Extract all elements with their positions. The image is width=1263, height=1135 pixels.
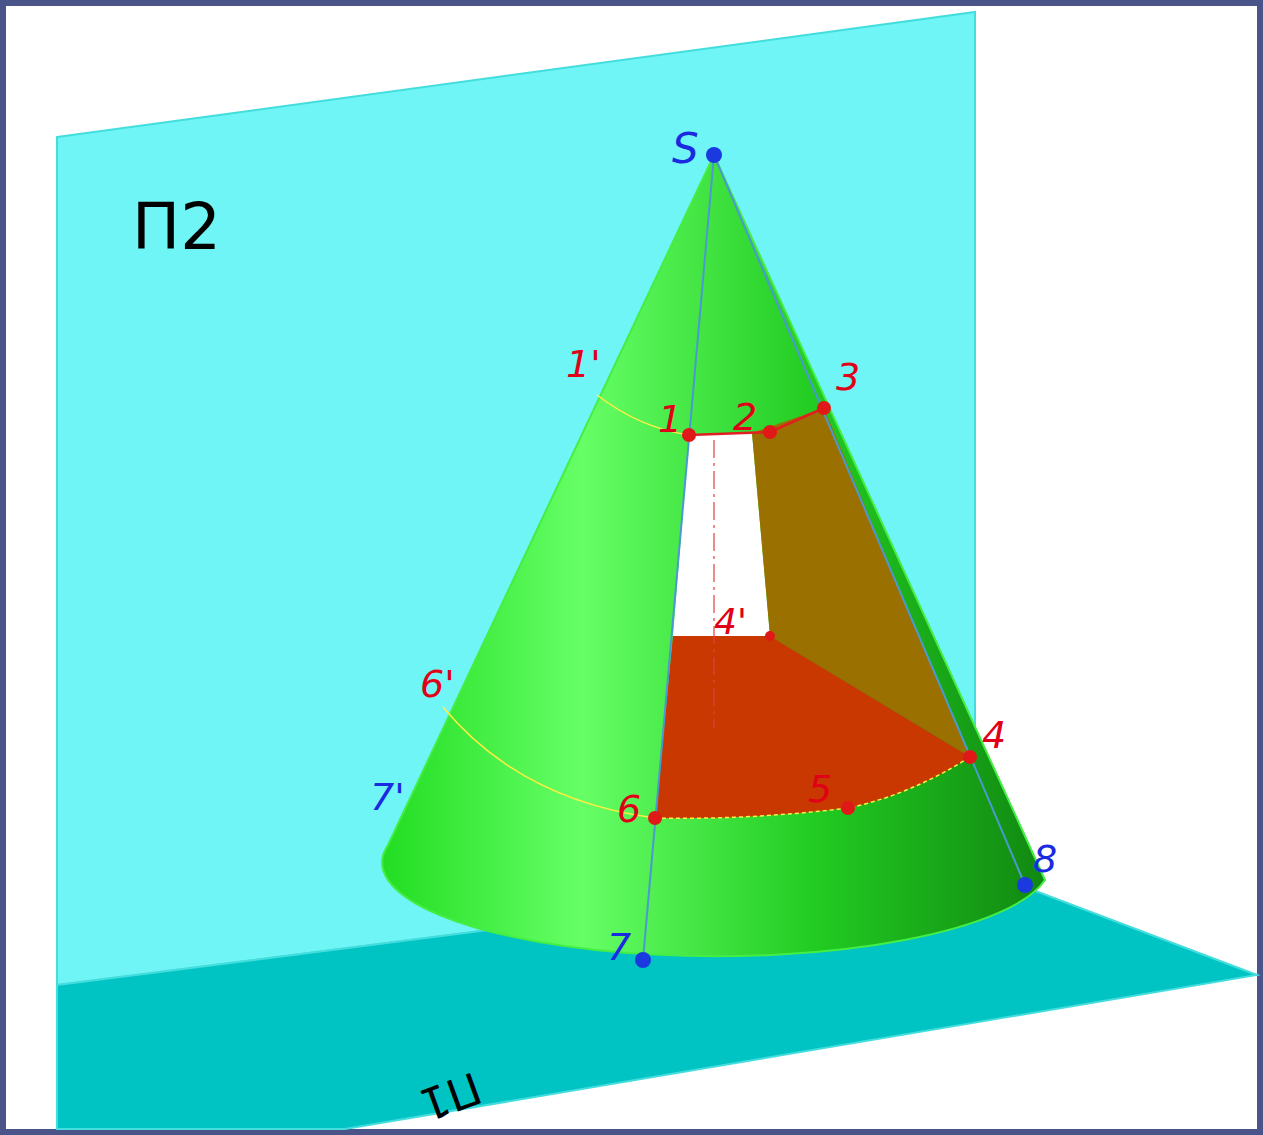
- point-label: 7': [370, 778, 405, 816]
- point-label: 1': [566, 345, 601, 383]
- section-arc: [655, 757, 970, 818]
- point-label: 4: [982, 716, 1006, 754]
- point-label: 5: [808, 770, 832, 808]
- point-label: 6: [617, 790, 641, 828]
- point-label: 4': [714, 604, 747, 640]
- cone-axis: [713, 440, 714, 728]
- cone-surface: [382, 155, 1045, 956]
- point-label: 1: [658, 400, 682, 438]
- point-label: 7: [607, 928, 631, 966]
- point-label: 6': [420, 665, 455, 703]
- point-label: 8: [1033, 840, 1057, 878]
- section-points: [648, 401, 977, 825]
- point-label: 2: [733, 398, 757, 436]
- point-label: S: [672, 128, 699, 170]
- canvas-ground: [6, 6, 1257, 1129]
- generatrix: [643, 155, 714, 960]
- generatrix: [714, 155, 1025, 885]
- point-label: 3: [836, 358, 860, 396]
- generatrix-points: [635, 147, 1033, 968]
- plane-label: П2: [132, 195, 221, 259]
- horizontal-section: [655, 636, 970, 818]
